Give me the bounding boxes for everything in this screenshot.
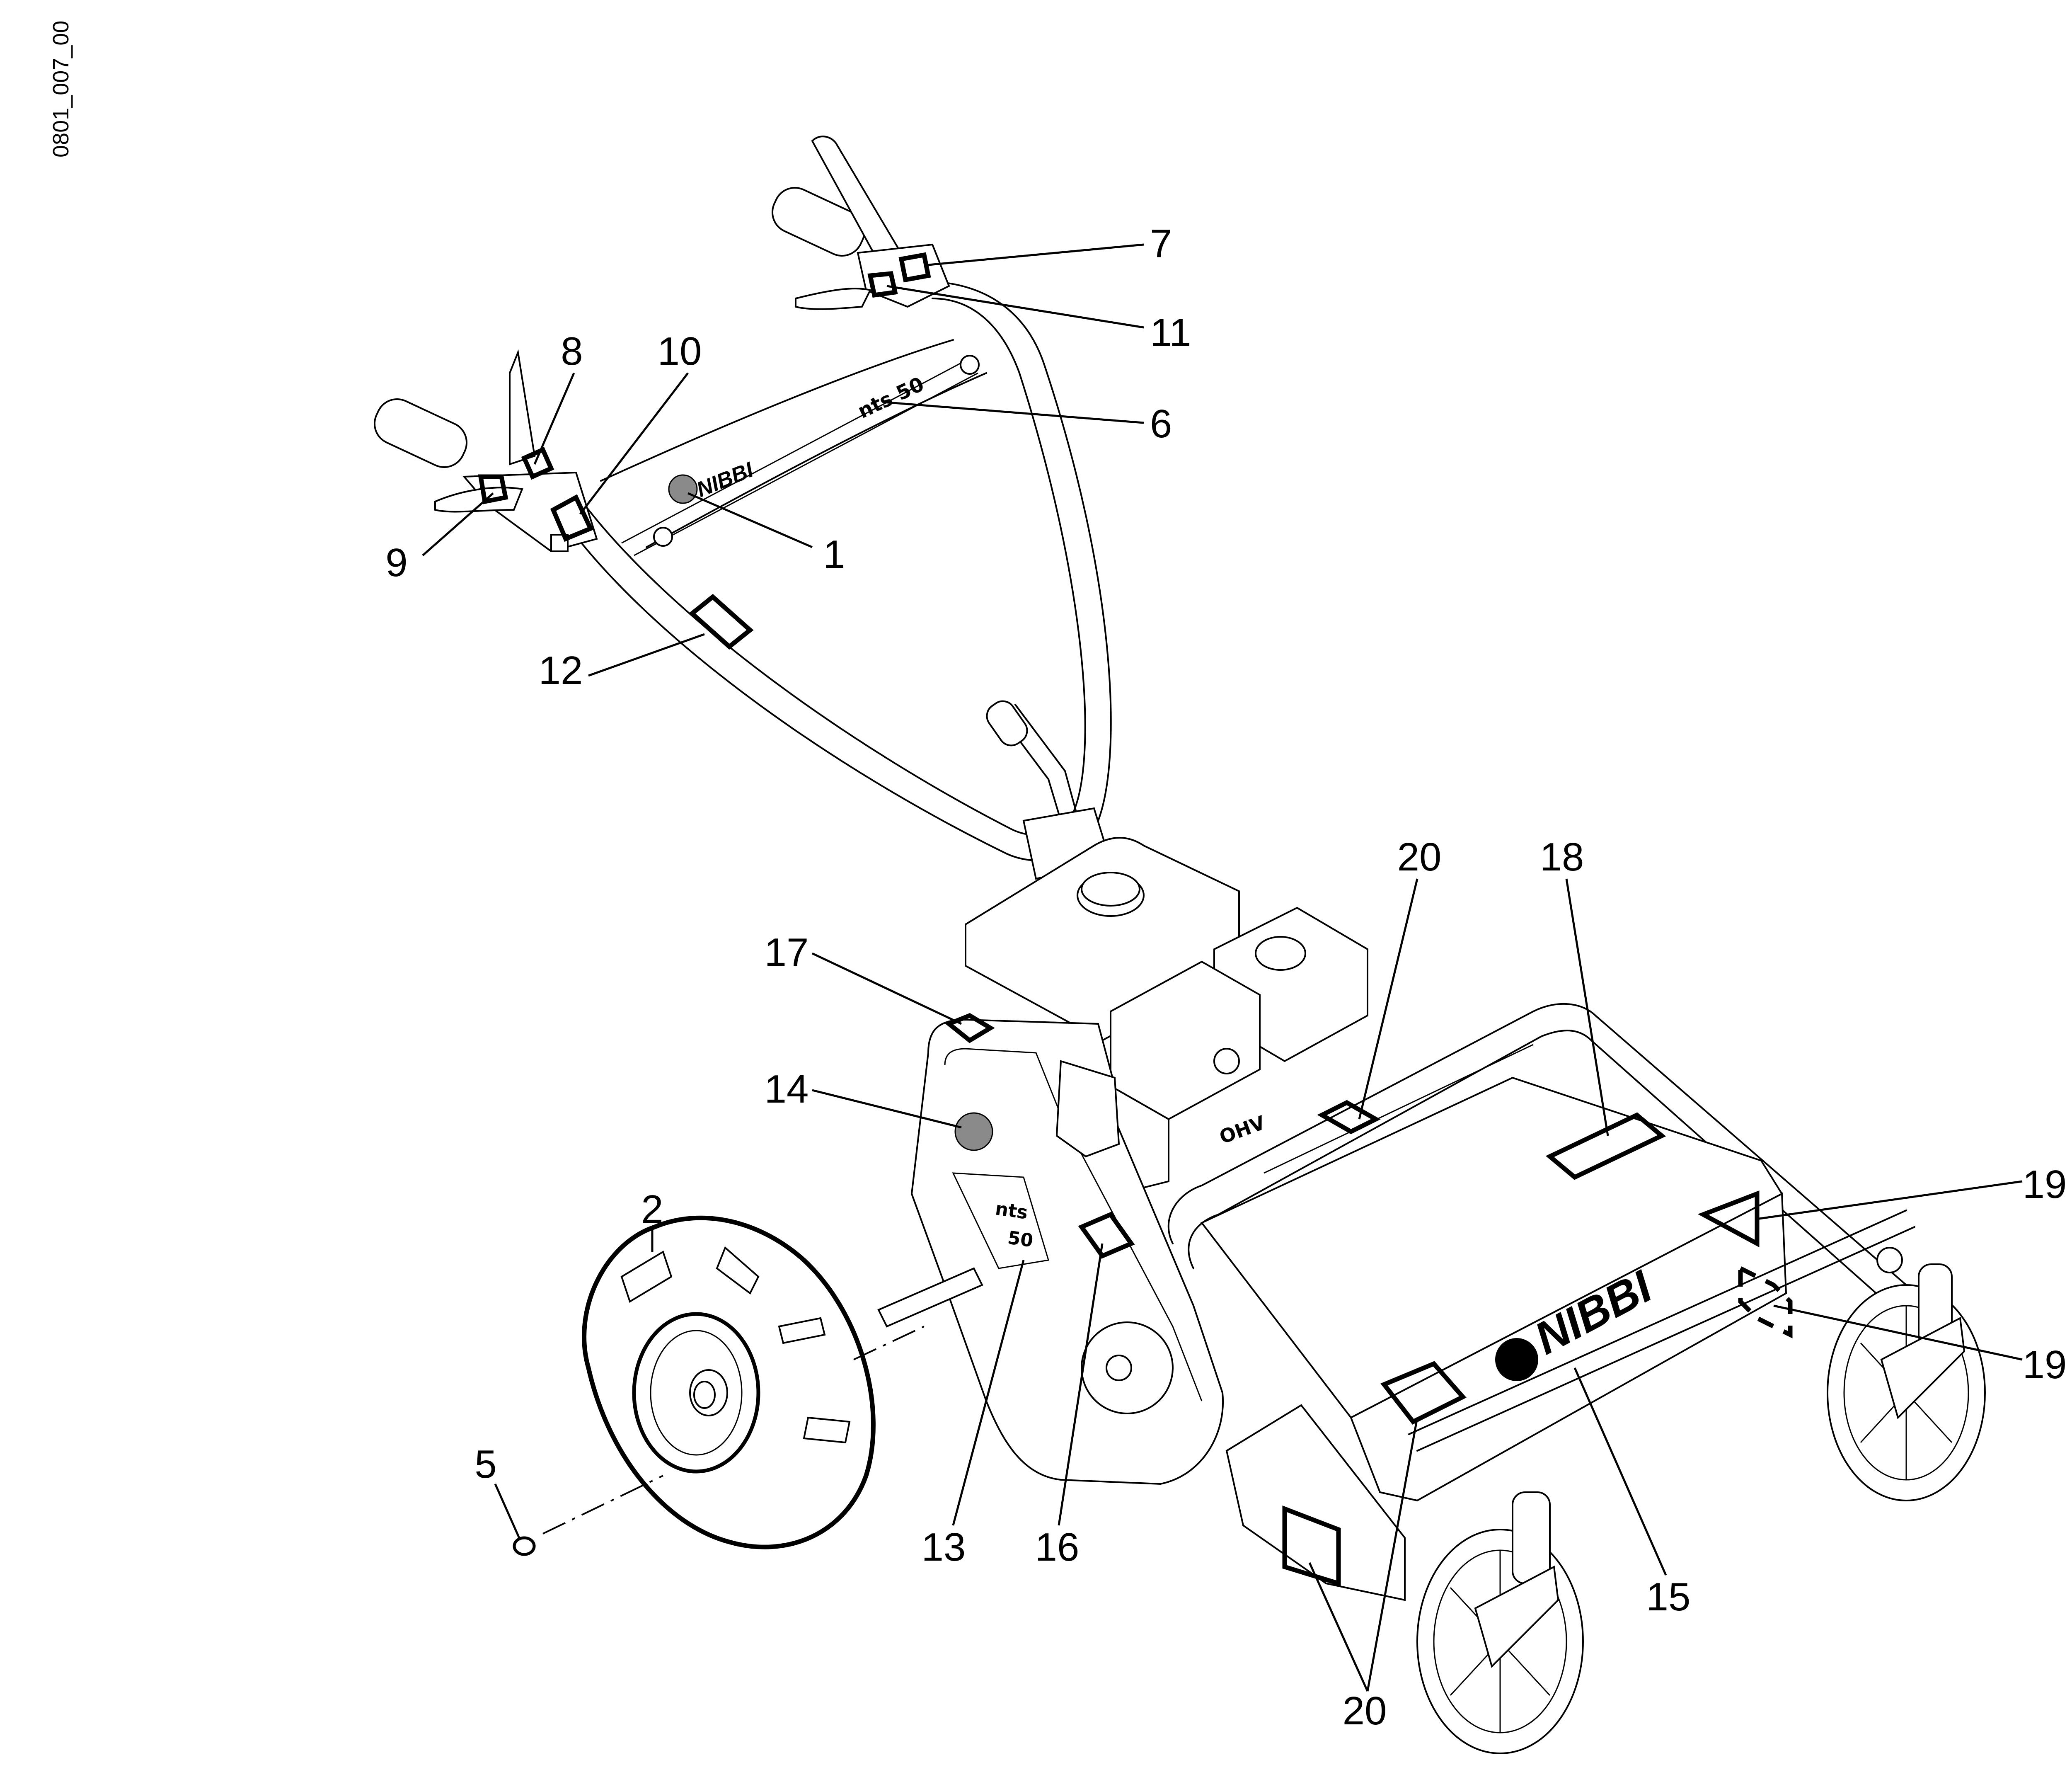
decal-17 xyxy=(1545,1112,1666,1180)
leader-lines xyxy=(422,243,2023,1692)
decal-19-lower xyxy=(1282,1505,1341,1587)
engine: OHV xyxy=(965,837,1368,1195)
decal-8 xyxy=(898,252,931,283)
drive-wheel xyxy=(513,1215,925,1556)
callout-8: 7 xyxy=(1150,221,1172,266)
callout-19-right: 19 xyxy=(2023,1343,2067,1387)
callout-11: 12 xyxy=(539,648,583,693)
decal-10 xyxy=(550,494,594,542)
callout-20: 20 xyxy=(1397,835,1442,879)
callout-12: 13 xyxy=(922,1525,966,1569)
callout-15: 16 xyxy=(1035,1525,1080,1569)
callout-13: 14 xyxy=(765,1067,809,1111)
callout-9-left: 9 xyxy=(385,541,407,585)
front-left-caster xyxy=(1416,1491,1584,1754)
decal-19-side xyxy=(1380,1361,1467,1425)
decal-9-left xyxy=(478,474,508,504)
gearbox-model-line1: nts xyxy=(994,1198,1029,1223)
left-grip xyxy=(373,349,598,553)
decal-19-hidden xyxy=(1738,1265,1793,1338)
callout-17: 18 xyxy=(1540,835,1584,879)
handlebar-model-text: nts 50 xyxy=(854,373,927,423)
callout-2: 2 xyxy=(641,1187,663,1232)
callout-10: 10 xyxy=(658,329,702,373)
callout-1: 1 xyxy=(823,532,845,577)
hood-logo-icon xyxy=(1495,1338,1538,1381)
gearbox-model-line2: 50 xyxy=(1006,1227,1034,1251)
decal-11 xyxy=(688,594,754,650)
gearbox-housing: nts 50 xyxy=(877,1013,1224,1485)
handlebar-logo-icon xyxy=(668,474,698,504)
callout-7: 8 xyxy=(561,329,583,373)
handlebar-assembly: NIBBI nts 50 xyxy=(373,136,1112,880)
callout-labels: 7 11 6 8 10 9 1 12 20 18 17 14 19 19 2 5… xyxy=(385,221,2067,1733)
decal-15 xyxy=(1078,1212,1135,1259)
gearbox-logo-icon xyxy=(954,1112,993,1151)
callout-5: 5 xyxy=(474,1442,496,1486)
callout-6: 6 xyxy=(1150,402,1172,446)
hood-assembly: NIBBI xyxy=(1167,1003,1915,1601)
callout-19-bottom: 20 xyxy=(1343,1689,1387,1733)
decal-16 xyxy=(944,1013,995,1043)
decal-9-right xyxy=(867,271,898,298)
decal-20 xyxy=(1317,1100,1381,1135)
decal-7 xyxy=(521,446,554,480)
retaining-ring xyxy=(513,1536,536,1556)
engine-ohv-marking: OHV xyxy=(1216,1111,1268,1149)
callout-9-right: 11 xyxy=(1150,310,1191,355)
decal-18-triangle xyxy=(1697,1190,1760,1248)
front-right-caster xyxy=(1827,1263,1986,1501)
callout-16: 17 xyxy=(765,930,809,975)
callout-18: 19 xyxy=(2023,1162,2067,1207)
right-grip xyxy=(771,136,950,310)
callout-14: 15 xyxy=(1646,1575,1691,1619)
document-id: 0801_007_00 xyxy=(48,21,73,158)
